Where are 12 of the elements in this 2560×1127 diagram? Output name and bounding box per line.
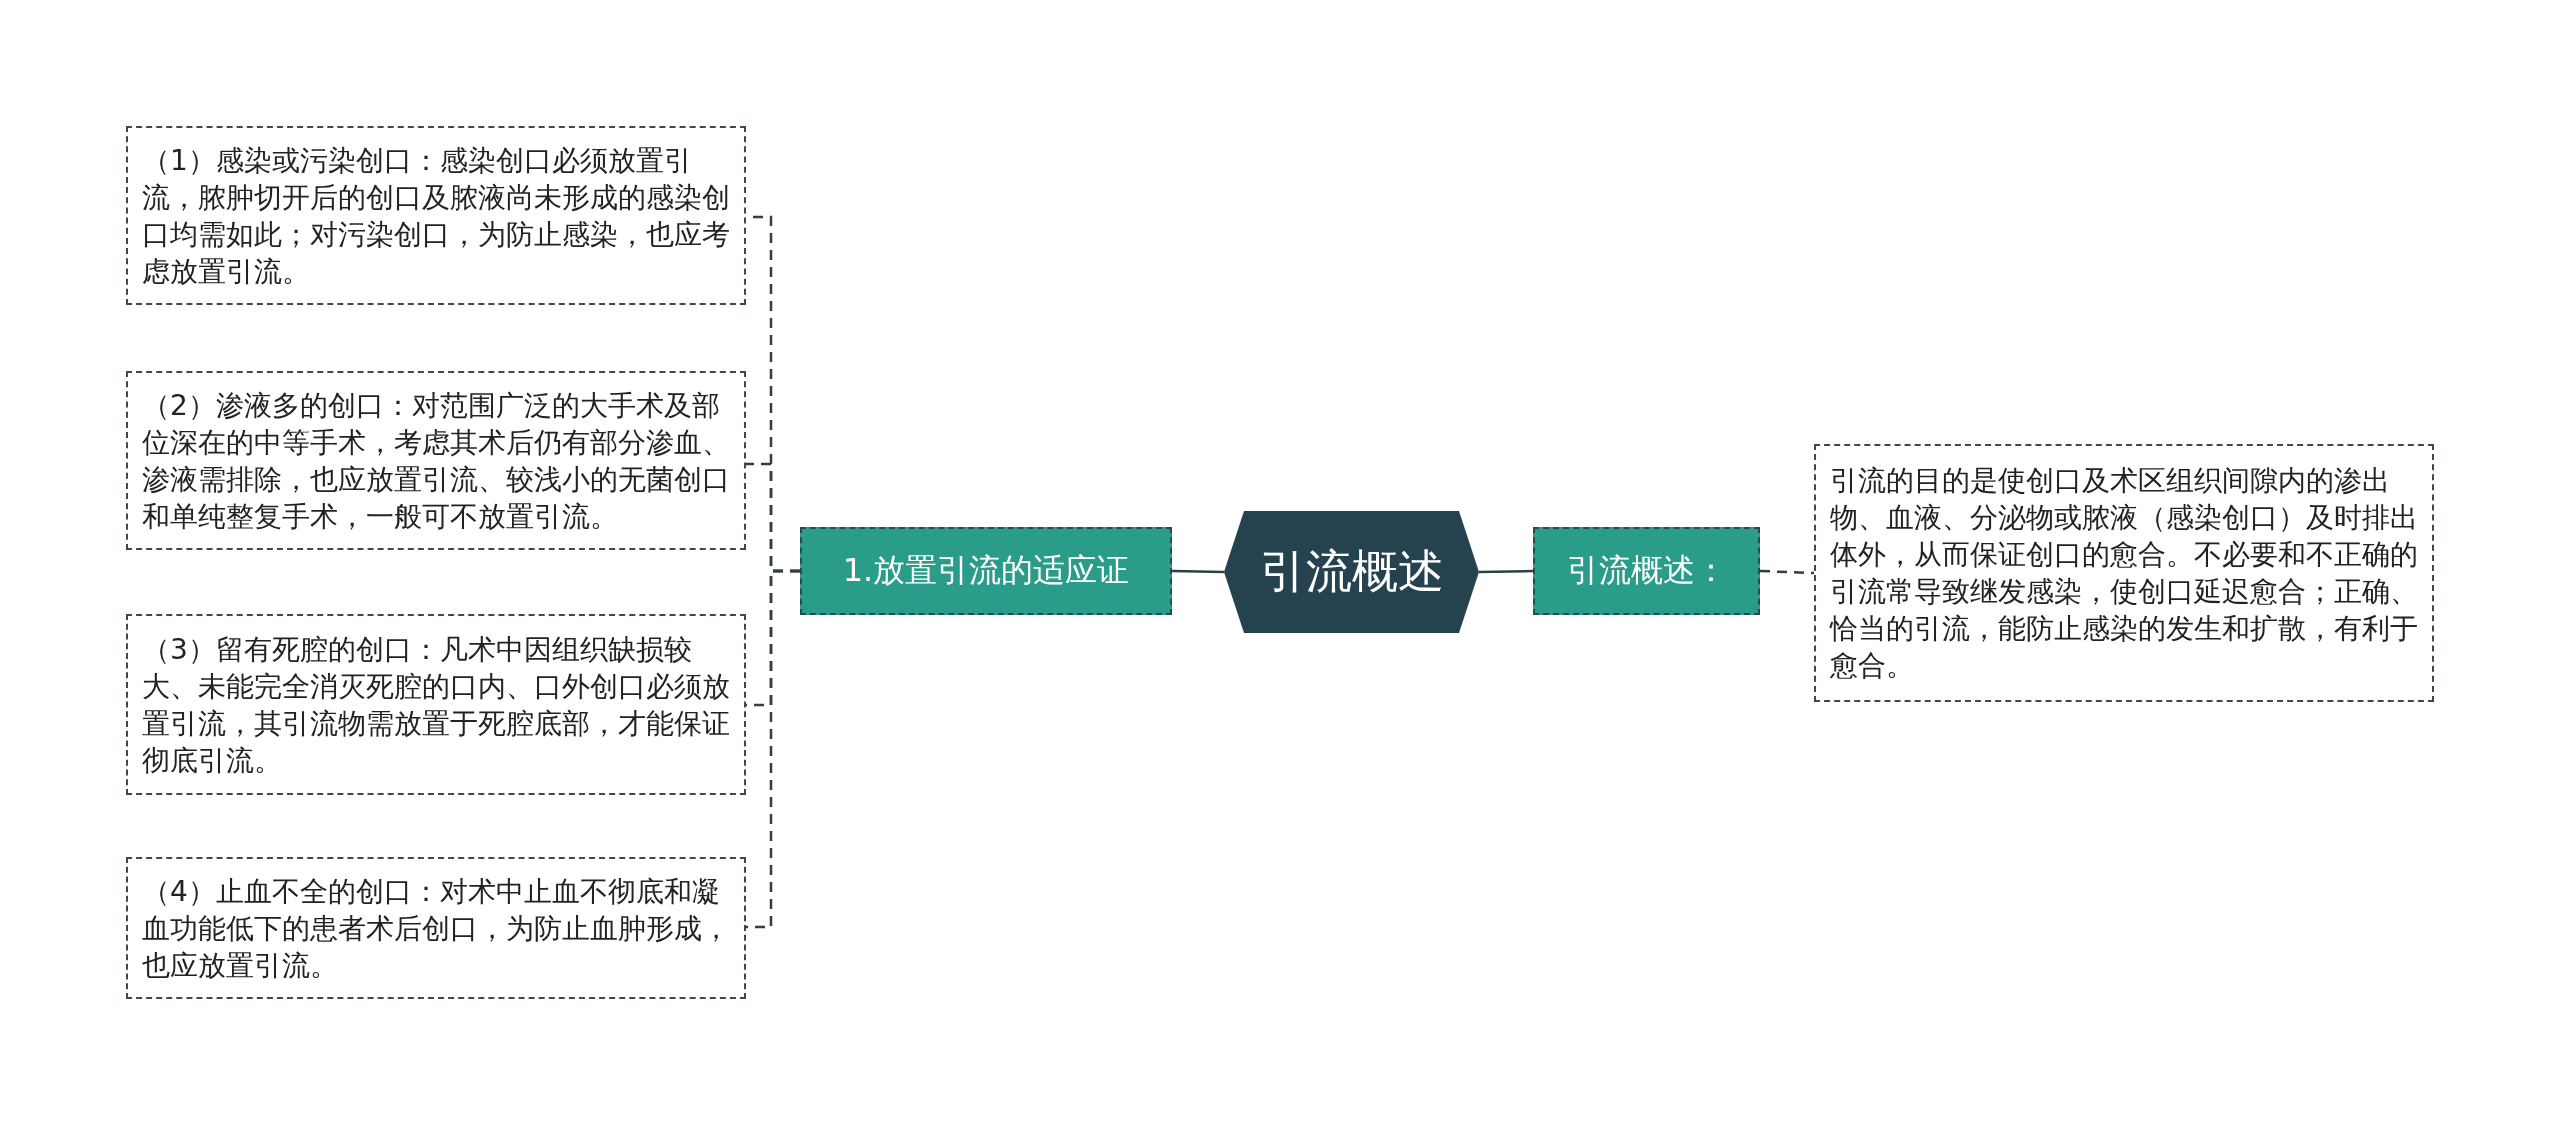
text-box: （4）止血不全的创口：对术中止血不彻底和凝血功能低下的患者术后创口，为防止血肿形成，也应放置引流。: [126, 857, 746, 999]
topic-box: 1.放置引流的适应证: [800, 527, 1172, 615]
connector-line: [1759, 569, 1815, 575]
connector-line: [1171, 569, 1225, 574]
text-box: （1）感染或污染创口：感染创口必须放置引流，脓肿切开后的创口及脓液尚未形成的感染创口均需如此；对污染创口，为防止感染，也应考虑放置引流。: [126, 126, 746, 305]
text-box: （2）渗液多的创口：对范围广泛的大手术及部位深在的中等手术，考虑其术后仍有部分渗血、渗液需排除，也应放置引流、较浅小的无菌创口和单纯整复手术，一般可不放置引流。: [126, 371, 746, 550]
text-box: （3）留有死腔的创口：凡术中因组织缺损较大、未能完全消灭死腔的口内、口外创口必须放置引流，其引流物需放置于死腔底部，才能保证彻底引流。: [126, 614, 746, 795]
topic-hexagon: [1224, 511, 1479, 633]
connector-line: [1478, 569, 1534, 574]
text-box: 引流的目的是使创口及术区组织间隙内的渗出物、血液、分泌物或脓液（感染创口）及时排出体外，从而保证创口的愈合。不必要和不正确的引流常导致继发感染，使创口延迟愈合；正确、恰当的引流，能防止感染的发生和扩散，有利于愈合。: [1814, 444, 2434, 702]
topic-label: 引流概述: [1259, 543, 1444, 600]
topic-box: 引流概述：: [1533, 527, 1760, 615]
